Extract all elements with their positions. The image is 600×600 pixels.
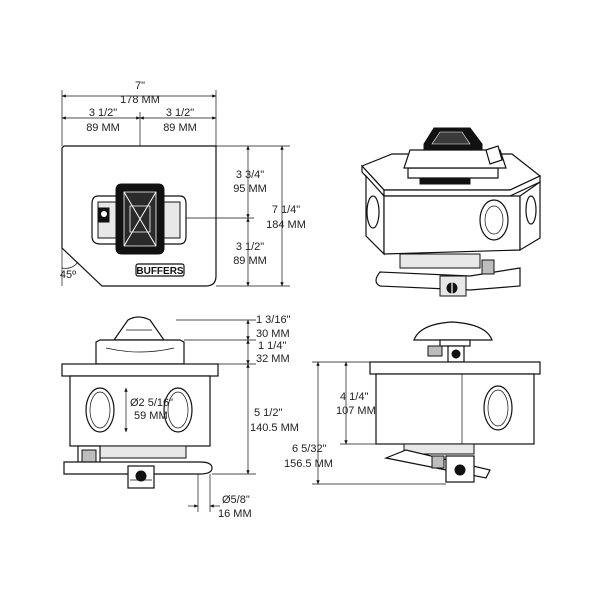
- dim-hole-dia-in: Ø2 5/16": [130, 397, 173, 409]
- dim-upper-depth-mm: 95 MM: [233, 183, 267, 195]
- dim-cap-height-mm: 30 MM: [256, 328, 290, 340]
- dim-total-depth-mm: 184 MM: [266, 219, 306, 231]
- front-cap: [112, 316, 166, 341]
- isometric-view: [360, 127, 542, 297]
- dim-total-depth-in: 7 1/4": [272, 204, 300, 216]
- dim-width-mm: 178 MM: [120, 94, 160, 106]
- dim-body-height-mm: 140.5 MM: [250, 422, 299, 434]
- front-hole-right: [163, 387, 193, 433]
- buffers-logo-plate: [135, 263, 185, 277]
- dim-collar-height-mm: 32 MM: [256, 353, 290, 365]
- front-hole-left: [85, 387, 115, 433]
- side-view: 4 1/4" 107 MM 6 5/32" 156.5 MM: [284, 321, 541, 485]
- dim-chamfer-angle: 45º: [60, 269, 76, 281]
- dim-body-height-in: 5 1/2": [254, 407, 282, 419]
- dim-side-total-height-mm: 156.5 MM: [284, 458, 333, 470]
- dim-pin-dia-in: Ø5/8": [222, 494, 250, 506]
- iso-hole-front: [479, 199, 509, 241]
- dim-half-left-in: 3 1/2": [89, 107, 117, 119]
- dim-lower-depth-in: 3 1/2": [236, 241, 264, 253]
- iso-hole-left: [366, 195, 380, 229]
- top-view: BUFFERS 7" 178 MM 3 1/2" 89 MM 3 1/2" 89…: [60, 80, 306, 287]
- front-top-plate: [61, 363, 219, 377]
- dim-half-right-mm: 89 MM: [163, 122, 197, 134]
- dim-upper-depth-in: 3 3/4": [236, 169, 264, 181]
- dim-cap-height-in: 1 3/16": [256, 314, 291, 326]
- buffers-logo: BUFFERS: [136, 266, 184, 277]
- dim-collar-height-in: 1 1/4": [258, 340, 286, 352]
- side-hole: [483, 385, 513, 431]
- mounting-plate-outline: [61, 145, 217, 287]
- dim-pin-dia-mm: 16 MM: [218, 508, 252, 520]
- dim-width-in: 7": [135, 80, 145, 92]
- dim-half-right-in: 3 1/2": [166, 107, 194, 119]
- dim-side-total-height-in: 6 5/32": [292, 443, 327, 455]
- dim-side-body-height-mm: 107 MM: [336, 405, 376, 417]
- dim-lower-depth-mm: 89 MM: [233, 255, 267, 267]
- dim-hole-dia-mm: 59 MM: [134, 410, 168, 422]
- dim-side-body-height-in: 4 1/4": [340, 391, 368, 403]
- dim-half-left-mm: 89 MM: [86, 122, 120, 134]
- front-view: 1 3/16" 30 MM 1 1/4" 32 MM 5 1/2" 140.5 …: [61, 314, 299, 520]
